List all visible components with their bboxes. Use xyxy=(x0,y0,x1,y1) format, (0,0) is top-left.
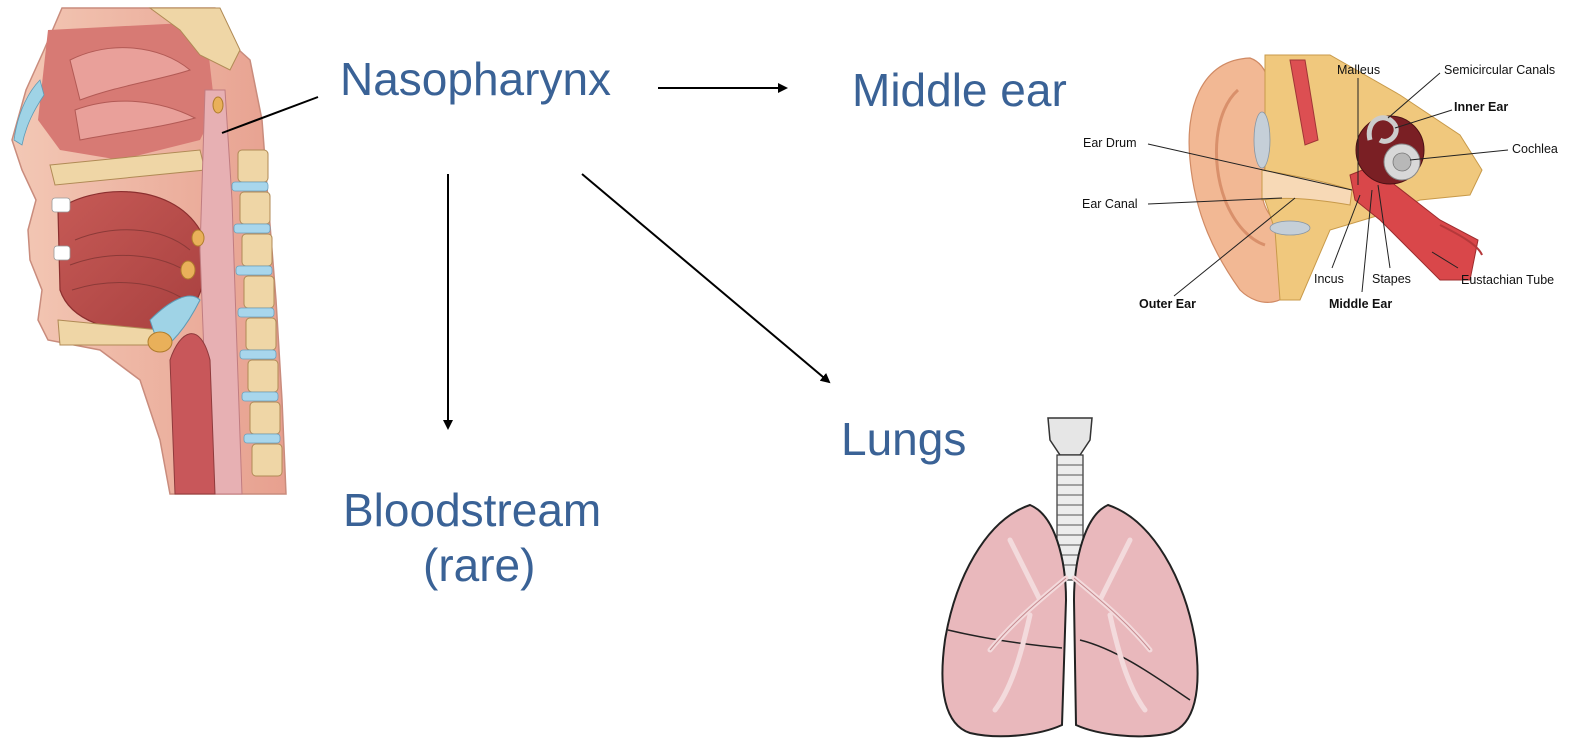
diagram-slide: Nasopharynx Middle ear Bloodstream (rare… xyxy=(0,0,1574,742)
lungs-illustration xyxy=(0,0,1574,742)
